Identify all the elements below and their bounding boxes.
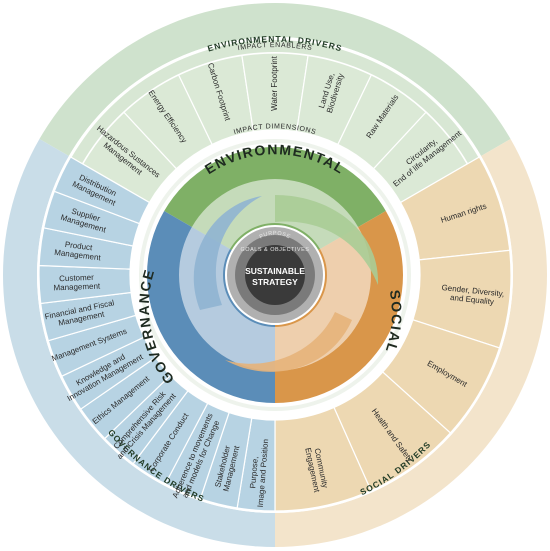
governance-item-label: CustomerManagement xyxy=(53,273,101,293)
impact-enablers-band xyxy=(71,40,479,164)
social-dimension-inner xyxy=(275,227,371,371)
core: PURPOSE GOALS & OBJECTIVES SUSTAINABLE S… xyxy=(227,227,323,323)
swirl-graphic xyxy=(193,195,379,372)
core-goals-label: GOALS & OBJECTIVES xyxy=(241,247,310,253)
core-purpose-label: PURPOSE xyxy=(259,231,292,241)
governance-drivers-band xyxy=(2,139,276,547)
swirl-green xyxy=(275,195,379,285)
environmental-drivers-band xyxy=(39,3,511,157)
enabler-segments xyxy=(38,52,512,512)
environmental-item-label: Water Footprint xyxy=(270,55,279,111)
impact-enablers-label: IMPACT ENABLERS xyxy=(237,42,312,52)
swirl-blue xyxy=(193,196,262,310)
governance-segment xyxy=(53,156,151,225)
core-line2: STRATEGY xyxy=(252,277,298,287)
core-line1: SUSTAINABLE xyxy=(245,266,305,276)
core-inner xyxy=(245,245,305,305)
social-drivers-band xyxy=(275,139,547,547)
swirl-orange xyxy=(225,312,352,372)
